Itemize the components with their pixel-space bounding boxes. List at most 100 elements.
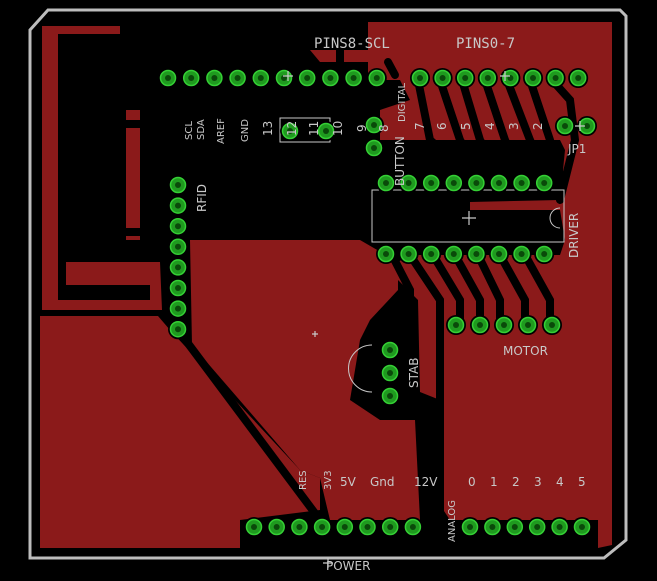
pad-header-top-left-drill [373,75,380,81]
pad-stab-drill [387,393,393,399]
label-gnd: GND [240,119,251,142]
label-pins0-7: PINS0-7 [456,36,515,52]
pad-rfid-drill [175,202,181,209]
pad-motor-drill [477,322,483,328]
label-a2: 2 [512,475,520,489]
label-4: 4 [483,122,497,130]
origin-crosses [283,71,585,568]
pad-driver-top-drill [428,180,435,186]
pad-header-bottom-left-drill [409,524,416,530]
label-stab: STAB [407,358,421,388]
pad-header-bottom-right-drill [534,524,541,530]
pad-header-bottom-left-drill [387,524,394,530]
pad-header-bottom-left-drill [251,524,257,530]
board-outline [28,8,628,560]
pad-motor-drill [453,322,459,328]
pad-driver-bottom-drill [450,251,457,257]
pad-header-bottom-right-drill [579,524,585,530]
pad-header-bottom-right-drill [511,524,518,530]
label-a1: 1 [490,475,498,489]
pad-header-top-left-drill [257,75,264,81]
pad-jp1-drill [584,123,590,129]
pad-button-drill [371,145,377,151]
label-11: 11 [307,121,321,136]
pad-header-top-left-drill [327,75,334,81]
label-aref: AREF [216,118,227,144]
pad-rfid-drill [175,182,181,188]
label-a0: 0 [468,475,476,489]
pad-header-top-left-drill [165,75,171,81]
pad-rfid-drill [175,223,181,230]
pad-button-drill [371,122,377,128]
label-6: 6 [435,122,449,130]
pad-header-top-left-drill [234,75,241,81]
pad-header-top-left-drill [304,75,311,81]
pad-driver-bottom-drill [428,251,435,257]
pad-rfid-drill [175,243,181,250]
pad-rfid-drill [175,264,181,271]
pad-motor-drill [525,322,531,328]
label-digital: DIGITAL [397,82,408,122]
pads [158,68,597,537]
pad-stab-drill [387,370,393,376]
label-5v: 5V [340,475,357,489]
label-a5: 5 [578,475,586,489]
label-3v3: 3V3 [323,470,334,490]
label-8: 8 [377,124,391,132]
pad-header-top-left-drill [188,75,195,81]
pad-rfid-drill [175,326,181,333]
pad-header-top-right-drill [575,75,582,81]
label-10: 10 [331,121,345,136]
pad-driver-top-drill [405,180,412,186]
pad-driver-top-drill [518,180,525,186]
pad-driver-bottom-drill [383,251,389,257]
pad-header-top-right-drill [462,75,469,81]
pad-header-bottom-left-drill [273,524,280,530]
pad-header-bottom-right-drill [467,524,473,530]
label-a3: 3 [534,475,542,489]
pad-driver-top-drill [541,180,548,186]
pad-header-top-right-drill [439,75,446,81]
pad-mid-drill [323,128,329,134]
pad-header-bottom-left-drill [341,524,348,530]
pad-header-top-right-drill [530,75,536,81]
copper-pours [40,22,612,548]
pad-header-top-left-drill [211,75,218,81]
label-motor: MOTOR [503,344,548,358]
pad-driver-top-drill [450,180,457,186]
pad-header-top-right-drill [417,75,423,81]
label-12: 12 [285,121,299,136]
label-power: POWER [326,559,370,573]
label-12v: 12V [414,475,438,489]
pad-header-bottom-left-drill [319,524,326,530]
label-sda: SDA [196,119,207,140]
label-3: 3 [507,122,521,130]
label-13: 13 [261,121,275,136]
pad-driver-top-drill [496,180,502,186]
pad-header-top-left-drill [350,75,357,81]
label-gnd-power: Gnd [370,475,395,489]
label-driver: DRIVER [567,213,581,258]
label-5: 5 [459,122,473,130]
pad-rfid-drill [175,285,181,291]
pad-header-top-right-drill [552,75,559,81]
pad-header-top-right-drill [484,75,491,81]
pad-mid-drill [287,128,293,134]
pad-jp1-drill [562,123,568,129]
pad-motor-drill [549,322,555,328]
label-scl: SCL [184,121,195,140]
pad-rfid-drill [175,305,181,312]
label-res: RES [298,470,309,490]
label-jp1: JP1 [567,142,586,156]
pad-stab-drill [387,347,393,353]
label-a4: 4 [556,475,564,489]
pad-motor-drill [501,322,507,328]
pad-driver-bottom-drill [496,251,502,257]
pad-driver-bottom-drill [473,251,480,257]
pad-driver-top-drill [383,180,389,186]
pad-driver-bottom-drill [518,251,525,257]
pad-driver-bottom-drill [405,251,412,257]
silkscreen-outlines [279,117,565,393]
label-analog: ANALOG [447,500,458,542]
